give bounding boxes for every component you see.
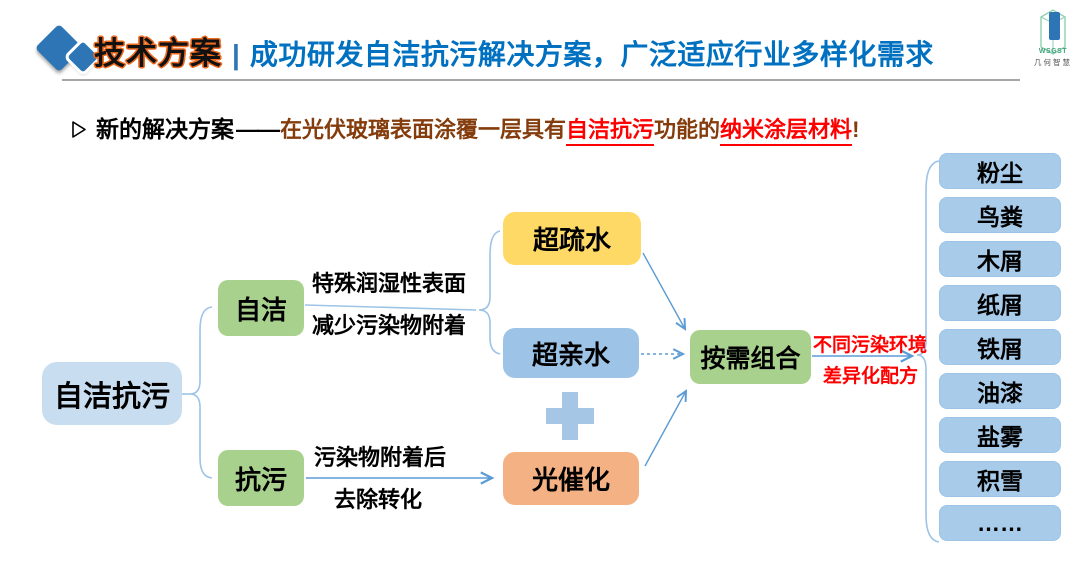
subtitle-dash: —— (236, 116, 280, 142)
plus-icon (546, 392, 594, 440)
arrow-bullet-icon (72, 121, 86, 138)
pollutant-item-paper-scraps: 纸屑 (939, 285, 1061, 321)
self-clean-note-line1: 特殊润湿性表面 (312, 271, 467, 296)
header: 技术方案 | 成功研发自洁抗污解决方案，广泛适应行业多样化需求 (94, 28, 934, 73)
subtitle-seg-brown-1: 在光伏玻璃表面涂覆一层具有 (280, 117, 567, 142)
pollutant-item-paint: 油漆 (939, 373, 1061, 409)
pollutant-item-bird-droppings: 鸟粪 (939, 197, 1061, 233)
self-clean-note-line2: 减少污染物附着 (312, 313, 467, 338)
anti-fouling-note-line2: 去除转化 (334, 487, 423, 512)
company-logo: WSGST 几何智慧 (1026, 5, 1080, 79)
pollutant-item-wood-chips: 木屑 (939, 241, 1061, 277)
pollutant-item-salt-fog: 盐雾 (939, 417, 1061, 453)
hydrophobic-box: 超疏水 (503, 212, 641, 265)
combine-note-line1: 不同污染环境 (813, 335, 928, 356)
hydrophilic-box: 超亲水 (503, 328, 639, 378)
section-label: 技术方案 (94, 36, 222, 71)
pollutant-item-ellipsis: …… (939, 505, 1061, 541)
photocatalysis-box: 光催化 (503, 452, 639, 505)
subtitle-bang: ! (852, 117, 860, 142)
subtitle-lead: 新的解决方案 (96, 116, 234, 142)
combine-note-line2: 差异化配方 (823, 366, 919, 387)
logo-mark-icon (1040, 9, 1066, 55)
root-box: 自洁抗污 (42, 362, 182, 425)
subtitle-seg-red-1: 自洁抗污 (566, 112, 655, 146)
subtitle-seg-brown-2: 功能的 (654, 117, 721, 142)
pollutant-list: 粉尘 鸟粪 木屑 纸屑 铁屑 油漆 盐雾 积雪 …… (939, 153, 1061, 549)
logo-acronym: WSGST (1038, 48, 1068, 55)
pollutant-item-iron-filings: 铁屑 (939, 329, 1061, 365)
header-separator: | (232, 39, 240, 70)
anti-fouling-box: 抗污 (218, 450, 304, 506)
page-title: 成功研发自洁抗污解决方案，广泛适应行业多样化需求 (249, 39, 934, 70)
logo-caption: 几何智慧 (1034, 58, 1072, 67)
combine-box: 按需组合 (690, 330, 811, 384)
subtitle-seg-red-2: 纳米涂层材料 (720, 112, 853, 146)
pollutant-item-dust: 粉尘 (939, 153, 1061, 189)
header-rule (62, 79, 1020, 81)
self-clean-box: 自洁 (218, 280, 304, 336)
subtitle-line: 新的解决方案 —— 在光伏玻璃表面涂覆一层具有 自洁抗污 功能的 纳米涂层材料 … (72, 110, 859, 146)
pollutant-item-snow: 积雪 (939, 461, 1061, 497)
anti-fouling-note-line1: 污染物附着后 (314, 445, 447, 470)
